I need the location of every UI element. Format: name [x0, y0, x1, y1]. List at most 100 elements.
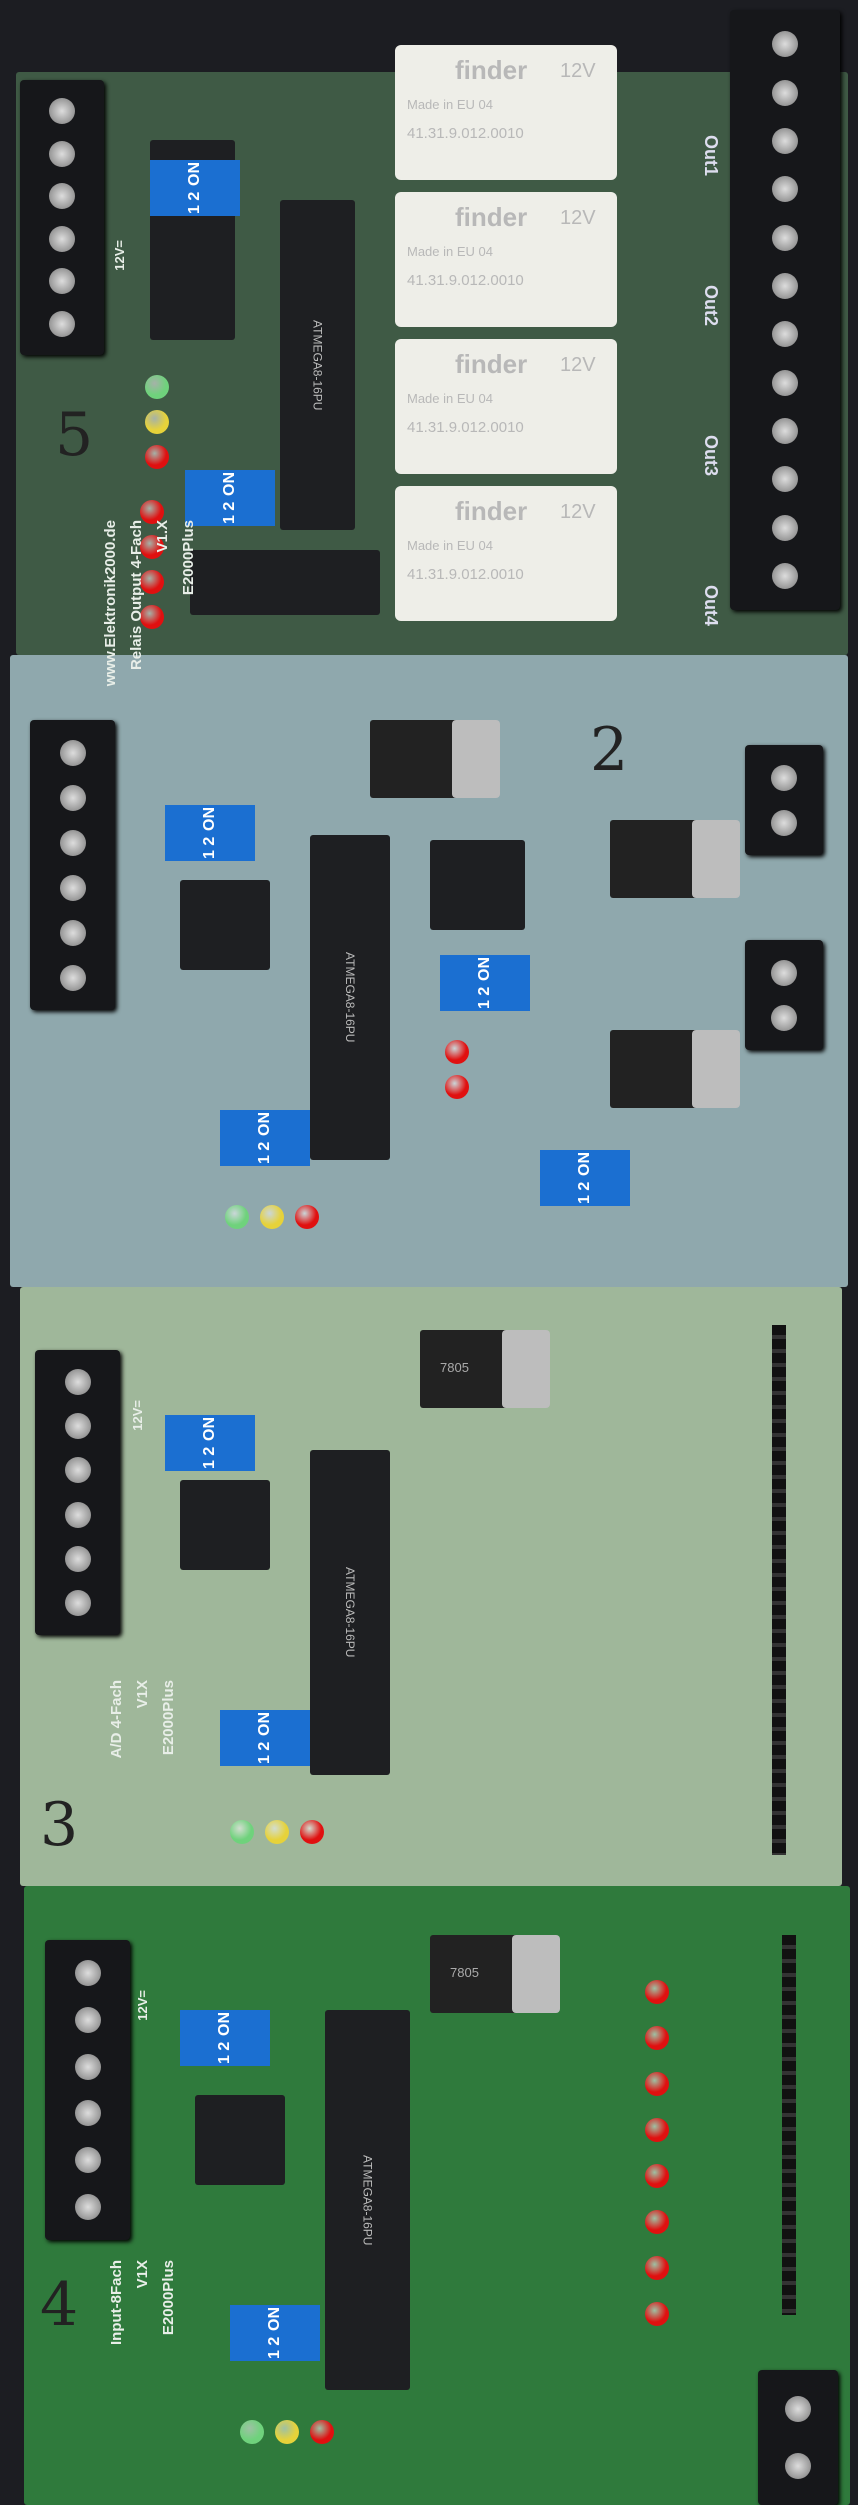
screw — [772, 466, 798, 493]
dip-numbers: 1 2 — [221, 501, 238, 524]
output-label: Out3 — [701, 435, 721, 477]
led — [645, 2164, 669, 2188]
led — [140, 500, 164, 524]
led — [145, 445, 169, 469]
screw — [64, 1589, 91, 1616]
microcontroller-chip — [430, 840, 525, 930]
screw — [59, 874, 86, 901]
led — [225, 1205, 249, 1229]
silkscreen-product: E2000Plus — [160, 1680, 177, 1756]
led — [645, 2256, 669, 2280]
handwritten-number: 3 — [40, 1790, 79, 1860]
relay-brand: finder — [455, 349, 528, 379]
screw — [785, 2395, 811, 2422]
dip-numbers: 1 2 — [266, 2336, 283, 2359]
silkscreen-title: Input-8Fach — [108, 2260, 125, 2345]
screw — [74, 2100, 101, 2127]
screw — [74, 2147, 101, 2173]
microcontroller-chip: ATMEGA8-16PU — [325, 2010, 410, 2390]
dip-switch: 1 2 ON — [185, 470, 275, 526]
power-label: 12V= — [135, 1990, 150, 2021]
dip-numbers: 1 2 — [216, 2041, 233, 2064]
screw — [772, 369, 798, 396]
led — [140, 570, 164, 594]
relay-part: 41.31.9.012.0010 — [407, 272, 524, 289]
dip-switch: 1 2 ON — [150, 160, 240, 216]
screw — [49, 140, 75, 167]
regulator-label: 7805 — [450, 1965, 479, 1980]
output-label: Out4 — [701, 585, 721, 627]
led — [265, 1820, 289, 1844]
handwritten-number: 4 — [40, 2270, 79, 2340]
dip-on-label: ON — [221, 472, 238, 497]
relay-voltage: 12V — [560, 501, 596, 523]
relay-part: 41.31.9.012.0010 — [407, 125, 524, 142]
screw — [64, 1457, 91, 1484]
terminal-block — [45, 1940, 130, 2240]
led — [300, 1820, 324, 1844]
microcontroller-chip — [190, 550, 380, 615]
relay-made: Made in EU 04 — [407, 244, 493, 259]
dip-on-label: ON — [186, 162, 203, 187]
regulator-tab — [512, 1935, 560, 2013]
screw — [772, 417, 798, 444]
screw — [772, 272, 798, 299]
screw — [771, 764, 797, 791]
dip-on-label: ON — [576, 1152, 593, 1177]
output-label: Out2 — [701, 285, 721, 327]
screw — [49, 225, 75, 252]
screw — [74, 2193, 101, 2220]
relay-voltage: 12V — [560, 60, 596, 82]
dip-numbers: 1 2 — [576, 1181, 593, 1204]
silkscreen-title: A/D 4-Fach — [108, 1680, 125, 1759]
power-label: 12V= — [130, 1400, 145, 1431]
terminal-block — [20, 80, 104, 355]
screw — [771, 809, 797, 836]
screw — [59, 784, 86, 811]
screw — [59, 829, 86, 856]
regulator-label: 7805 — [440, 1360, 469, 1375]
silkscreen-product: E2000Plus — [160, 2260, 177, 2336]
screw — [64, 1413, 91, 1440]
screw — [772, 562, 798, 589]
led — [645, 1980, 669, 2004]
screw — [64, 1545, 91, 1572]
dip-numbers: 1 2 — [201, 1446, 218, 1469]
screw — [771, 1004, 797, 1031]
voltage-regulator — [610, 820, 740, 898]
led — [645, 2210, 669, 2234]
screw — [49, 310, 75, 337]
screw — [64, 1369, 91, 1396]
dip-numbers: 1 2 — [201, 836, 218, 859]
silkscreen-version: V1.X — [154, 520, 171, 553]
led — [145, 375, 169, 399]
output-label: Out1 — [701, 135, 721, 177]
silkscreen-url: www.Elektronik2000.de — [102, 520, 119, 687]
screw — [785, 2453, 811, 2480]
screw — [772, 79, 798, 106]
dip-numbers: 1 2 — [256, 1741, 273, 1764]
led — [645, 2072, 669, 2096]
silkscreen-version: V1X — [134, 2260, 151, 2289]
relay-made: Made in EU 04 — [407, 538, 493, 553]
led — [295, 1205, 319, 1229]
dip-on-label: ON — [256, 1112, 273, 1137]
relay-part: 41.31.9.012.0010 — [407, 566, 524, 583]
screw — [49, 183, 75, 210]
led — [445, 1040, 469, 1064]
screw — [772, 31, 798, 58]
terminal-block — [30, 720, 115, 1010]
regulator-tab — [692, 1030, 740, 1108]
dip-numbers: 1 2 — [186, 191, 203, 214]
led — [645, 2118, 669, 2142]
pin-header — [772, 1325, 786, 1855]
screw — [49, 268, 75, 295]
